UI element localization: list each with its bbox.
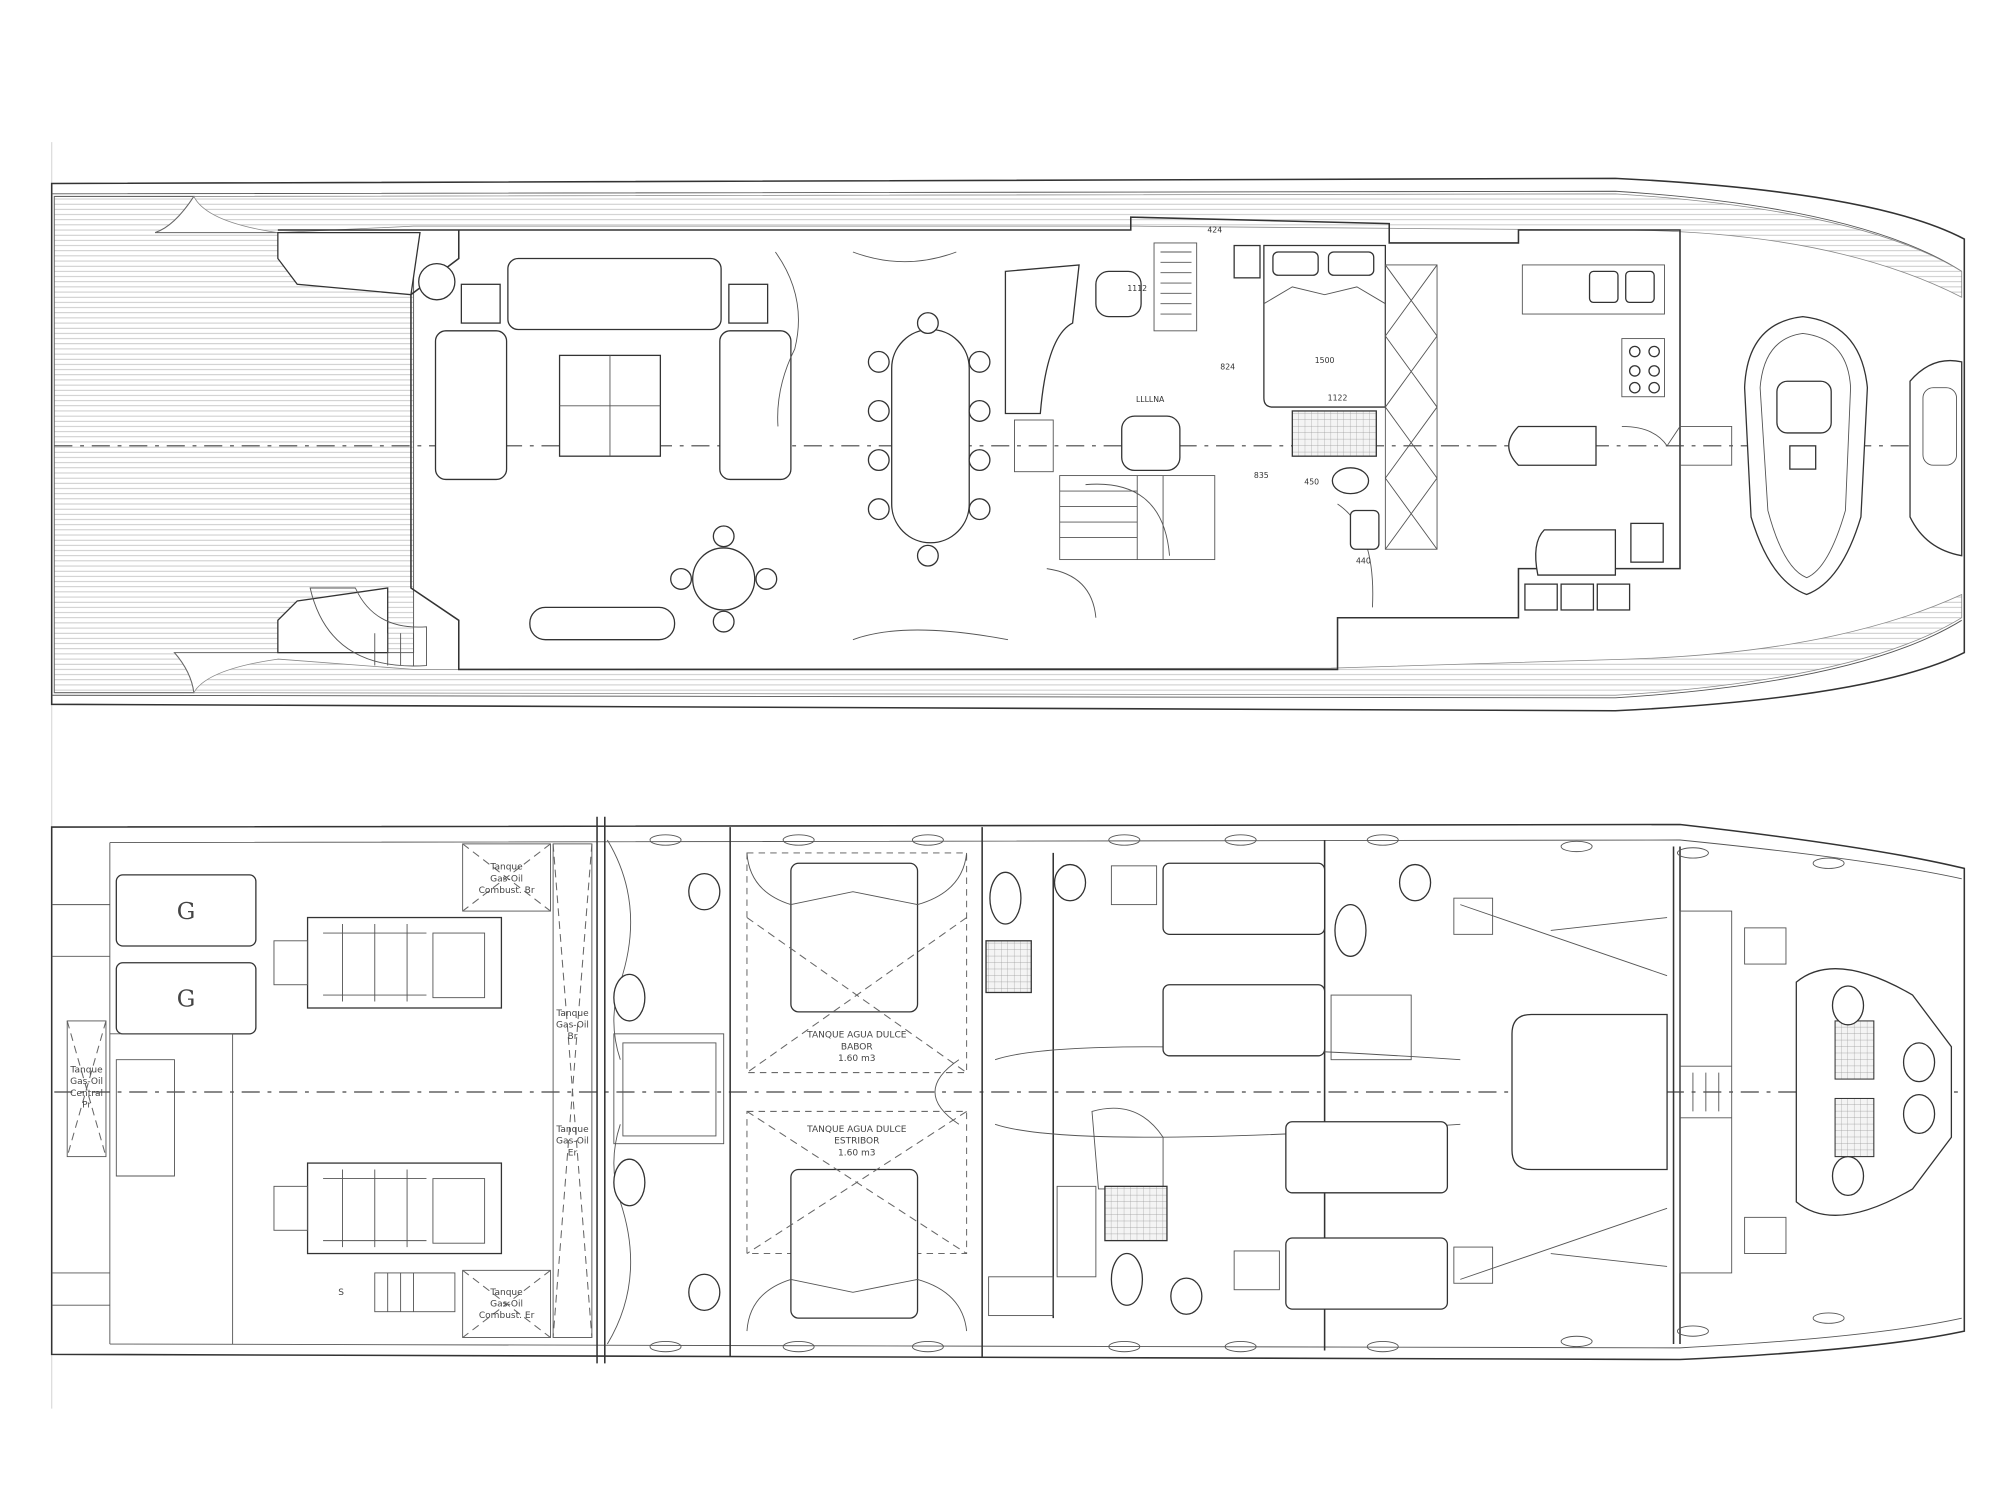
aft-bulwark-top [277, 231, 421, 296]
twin-cabin-port [985, 862, 1432, 1061]
door-arc-1 [1046, 503, 1374, 618]
vip-bed [1263, 244, 1386, 408]
fuel-tank-top: Tanque Gas-Oil Combust. Br [462, 843, 551, 912]
svg-text:Tanque: Tanque [69, 1066, 103, 1076]
console-low [529, 606, 676, 641]
jet-ski [1909, 359, 1963, 557]
svg-text:Central: Central [70, 1089, 103, 1099]
svg-text:440: 440 [1356, 556, 1371, 565]
svg-text:424: 424 [1207, 226, 1222, 235]
guest-cabin-port: TANQUE AGUA DULCE BABOR 1.60 m3 [746, 852, 968, 1074]
vip-nightstand [1233, 244, 1261, 279]
fuel-tank-left: Tanque Gas-Oil Central Pr [66, 1020, 107, 1158]
stair-forward-up [1014, 419, 1054, 473]
svg-text:ESTRIBOR: ESTRIBOR [834, 1137, 880, 1147]
upper-deck: LLLLNA 424 1112 824 1500 1122 835 [50, 177, 1966, 712]
chair-label: LLLLNA [1136, 395, 1165, 404]
twin-cabin-starboard [988, 1107, 1449, 1317]
helm-chair [1095, 270, 1142, 318]
engine-starboard [273, 916, 503, 1009]
vip-toilet [1331, 467, 1370, 495]
teak-side-top [193, 193, 1963, 298]
lower-hull-inner [109, 839, 1962, 1349]
svg-text:Gas-Oil: Gas-Oil [490, 1300, 523, 1310]
svg-text:1.60 m3: 1.60 m3 [838, 1054, 876, 1064]
svg-text:1.60 m3: 1.60 m3 [838, 1148, 876, 1158]
dining-table [867, 312, 991, 567]
svg-text:450: 450 [1304, 478, 1319, 487]
aft-cabin-bathrooms [606, 839, 725, 1345]
svg-text:Gas-Oil: Gas-Oil [556, 1137, 589, 1147]
bar-counter [1004, 264, 1080, 415]
guest-cabin-starboard: TANQUE AGUA DULCE ESTRIBOR 1.60 m3 [746, 1110, 968, 1332]
wine-rack [1153, 242, 1198, 332]
tender-boat [1743, 315, 1869, 596]
upper-hull-inner [51, 190, 1962, 699]
crew-bow-cabin [1679, 910, 1953, 1274]
generator-1-logo: G [177, 898, 196, 925]
svg-text:Pr: Pr [82, 1101, 91, 1111]
svg-text:Tanque: Tanque [489, 1288, 523, 1298]
svg-text:S: S [338, 1288, 344, 1298]
svg-text:TANQUE AGUA DULCE: TANQUE AGUA DULCE [806, 1125, 907, 1135]
svg-text:Tanque: Tanque [555, 1009, 589, 1019]
master-cabin [1453, 897, 1668, 1284]
svg-text:Combust. Br: Combust. Br [479, 886, 535, 896]
sofa-aft [507, 257, 722, 331]
side-table-2 [728, 283, 769, 324]
round-game-table [670, 525, 778, 633]
bulkheads [596, 816, 1681, 1364]
svg-text:835: 835 [1254, 471, 1269, 480]
svg-text:1122: 1122 [1328, 394, 1348, 403]
generator-1 [115, 874, 257, 947]
sofa-port [434, 330, 508, 481]
vip-wardrobe [1384, 264, 1438, 550]
generator-2-logo: G [177, 986, 196, 1013]
table-round-small-aft [418, 262, 456, 301]
captain-chair [1121, 415, 1181, 472]
svg-text:Er: Er [568, 1148, 578, 1158]
portholes [649, 834, 1845, 1353]
fuel-tank-bottom: Tanque Gas-Oil Combust. Er [462, 1269, 551, 1338]
svg-text:BABOR: BABOR [841, 1042, 874, 1052]
svg-text:Br: Br [568, 1032, 578, 1042]
galley [1508, 264, 1733, 611]
svg-text:Gas-Oil: Gas-Oil [490, 874, 523, 884]
upper-hull-outline [50, 177, 1966, 712]
svg-text:Gas-Oil: Gas-Oil [70, 1077, 103, 1087]
svg-text:Combust. Er: Combust. Er [479, 1311, 535, 1321]
fuel-tank-center: Tanque Gas-Oil Br Tanque Gas-Oil Er [552, 843, 593, 1338]
curved-partition [775, 251, 1009, 641]
sofa-starboard [719, 330, 792, 481]
lower-hull-outline [50, 823, 1966, 1361]
vip-bathtub [1291, 410, 1377, 457]
engine-room-stair: S [338, 1272, 456, 1313]
svg-text:Gas-Oil: Gas-Oil [556, 1020, 589, 1030]
svg-text:824: 824 [1220, 363, 1235, 372]
vip-sink [1349, 509, 1380, 550]
svg-text:1112: 1112 [1127, 284, 1147, 293]
svg-text:TANQUE AGUA DULCE: TANQUE AGUA DULCE [806, 1031, 907, 1041]
staircase-upper [1059, 475, 1216, 561]
svg-text:1500: 1500 [1315, 356, 1335, 365]
lower-deck: G G Tanque Gas-Oil Combust. Br Tanque Ga… [50, 816, 1966, 1364]
side-table-1 [460, 283, 501, 324]
svg-text:Tanque: Tanque [489, 863, 523, 873]
salon-enclosure [277, 216, 1681, 671]
coffee-table [558, 354, 662, 457]
aft-stair [309, 587, 427, 667]
engine-port [273, 1162, 503, 1255]
dimension-labels: 424 1112 824 1500 1122 835 450 440 [1127, 226, 1370, 566]
svg-text:Tanque: Tanque [555, 1125, 589, 1135]
aft-bulwark-bottom [277, 587, 389, 654]
engine-room-aft-bulkhead [51, 904, 234, 1344]
